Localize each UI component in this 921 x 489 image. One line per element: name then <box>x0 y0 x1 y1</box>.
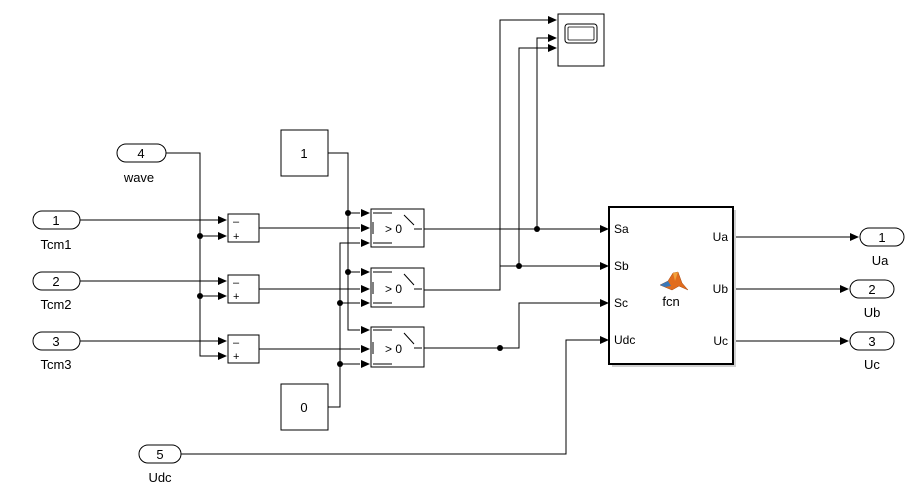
inport-number: 2 <box>52 274 59 289</box>
switch-block-c[interactable]: > 0 <box>370 326 425 368</box>
constant-value: 1 <box>300 146 307 161</box>
inport-wave[interactable]: 4 wave <box>116 143 167 185</box>
fcn-input-sa: Sa <box>614 222 629 236</box>
constant-block-one[interactable]: 1 <box>280 129 329 177</box>
outport-number: 3 <box>868 334 875 349</box>
fcn-input-udc: Udc <box>614 333 635 347</box>
constant-block-zero[interactable]: 0 <box>280 383 329 431</box>
inport-number: 5 <box>156 447 163 462</box>
outport-label: Ua <box>872 253 889 268</box>
outport-label: Ub <box>864 305 881 320</box>
switch-icon <box>372 329 422 365</box>
outport-label: Uc <box>864 357 880 372</box>
inport-number: 3 <box>52 334 59 349</box>
inport-number: 4 <box>137 146 144 161</box>
matlab-function-block[interactable]: Sa Sb Sc Udc Ua Ub Uc fcn <box>608 206 736 367</box>
switch-criterion: > 0 <box>385 342 402 356</box>
fcn-output-ua: Ua <box>713 230 729 244</box>
outport-ub[interactable]: 2 Ub <box>849 279 895 320</box>
sum-plus-sign: + <box>233 231 239 243</box>
inport-label: Tcm1 <box>40 237 71 252</box>
inport-number: 1 <box>52 213 59 228</box>
inport-label: Tcm2 <box>40 297 71 312</box>
switch-criterion: > 0 <box>385 222 402 236</box>
inport-label: Tcm3 <box>40 357 71 372</box>
inport-tcm1[interactable]: 1 Tcm1 <box>32 210 81 252</box>
scope-block[interactable] <box>557 13 605 67</box>
fcn-name: fcn <box>662 294 679 309</box>
outport-number: 1 <box>878 230 885 245</box>
switch-block-b[interactable]: > 0 <box>370 267 425 308</box>
outport-ua[interactable]: 1 Ua <box>859 227 905 268</box>
fcn-output-uc: Uc <box>713 334 728 348</box>
sum-plus-sign: + <box>233 291 239 303</box>
fcn-input-sb: Sb <box>614 259 629 273</box>
sum-minus-sign: – <box>233 337 240 349</box>
inport-label: wave <box>123 170 154 185</box>
switch-block-a[interactable]: > 0 <box>370 208 425 248</box>
scope-screen-icon <box>564 23 598 44</box>
constant-value: 0 <box>300 400 307 415</box>
sum-minus-sign: – <box>233 277 240 289</box>
switch-criterion: > 0 <box>385 282 402 296</box>
wire-arrowheads <box>218 16 859 368</box>
branch-junctions <box>197 210 540 367</box>
switch-icon <box>372 212 422 244</box>
outport-uc[interactable]: 3 Uc <box>849 331 895 372</box>
sum-block-2[interactable]: – + <box>227 274 260 304</box>
fcn-output-ub: Ub <box>713 282 729 296</box>
switch-icon <box>372 271 422 304</box>
inport-tcm2[interactable]: 2 Tcm2 <box>32 271 81 312</box>
outport-number: 2 <box>868 282 875 297</box>
inport-udc[interactable]: 5 Udc <box>138 444 182 485</box>
inport-label: Udc <box>148 470 172 485</box>
sum-block-3[interactable]: – + <box>227 334 260 364</box>
sum-plus-sign: + <box>233 351 239 363</box>
sum-minus-sign: – <box>233 216 240 228</box>
sum-block-1[interactable]: – + <box>227 213 260 243</box>
matlab-logo-icon <box>659 271 689 291</box>
fcn-input-sc: Sc <box>614 296 628 310</box>
inport-tcm3[interactable]: 3 Tcm3 <box>32 331 81 372</box>
